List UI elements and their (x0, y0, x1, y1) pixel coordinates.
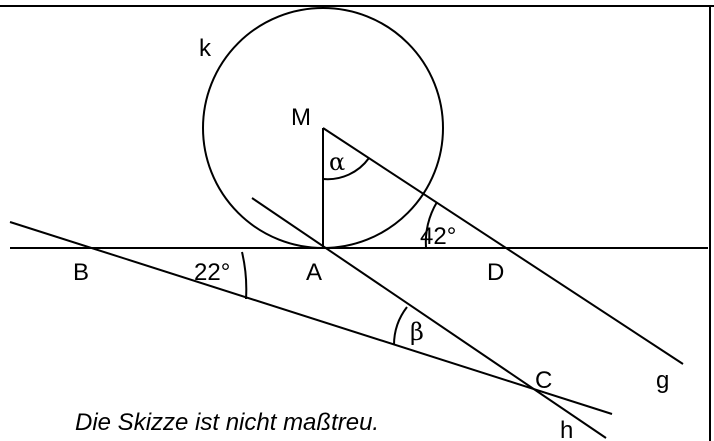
label-angle-42: 42° (420, 223, 456, 250)
label-point-m: M (291, 104, 311, 131)
label-line-h: h (560, 417, 573, 441)
label-point-b: B (73, 259, 89, 286)
line-h (251, 197, 607, 439)
arc-beta (393, 306, 408, 346)
arc-alpha (322, 157, 370, 181)
scale-note: Die Skizze ist nicht maßtreu. (75, 409, 379, 436)
label-point-c: C (535, 367, 552, 394)
arc-42 (424, 201, 438, 249)
label-point-d: D (487, 259, 504, 286)
label-line-g: g (656, 367, 669, 394)
arc-22 (241, 251, 248, 300)
label-point-a: A (306, 259, 322, 286)
label-alpha: α (329, 148, 345, 176)
line-bc (9, 221, 613, 415)
line-g (322, 127, 684, 365)
label-beta: β (410, 318, 424, 346)
label-angle-22: 22° (194, 259, 230, 286)
label-circle-k: k (199, 35, 212, 62)
